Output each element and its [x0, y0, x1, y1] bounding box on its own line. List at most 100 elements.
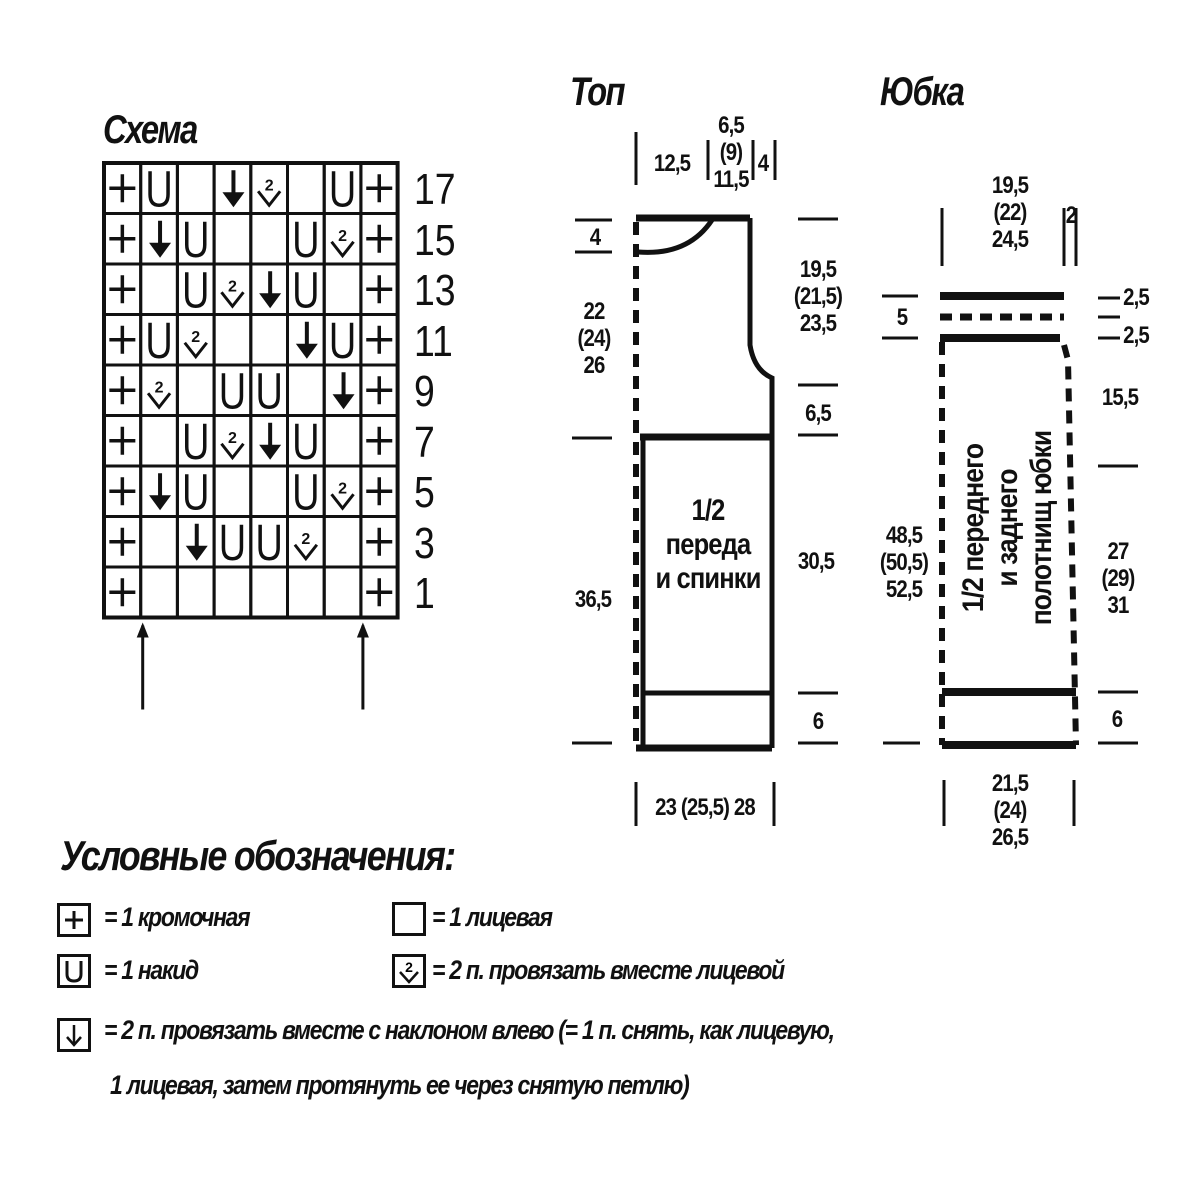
left-slant-decrease-icon: [259, 422, 282, 460]
knit-two-together-icon: 2: [330, 228, 355, 259]
skirt-dim-top-width: 19,5 (22) 24,5: [991, 172, 1029, 253]
row-number: 7: [414, 417, 435, 467]
grid-cell: [322, 262, 363, 316]
grid-cell: [102, 565, 143, 619]
yarn-over-icon: [331, 171, 354, 208]
plus-icon: [109, 275, 136, 304]
repeat-marker-arrow: [136, 622, 149, 710]
grid-cell: [212, 363, 253, 417]
grid-cell: 2: [175, 313, 216, 367]
grid-cell: [175, 212, 216, 266]
legend-symbol-knit: [392, 902, 426, 936]
top-dim-right-band: 6: [812, 708, 824, 735]
plus-icon: [366, 426, 393, 455]
grid-cell: [322, 565, 363, 619]
left-slant-decrease-icon: [149, 473, 172, 511]
skirt-dim-bottom-width: 21,5 (24) 26,5: [991, 770, 1029, 851]
skirt-dim-right-band: 6: [1111, 706, 1123, 733]
grid-cell: [359, 515, 400, 569]
grid-cell: [322, 414, 363, 468]
grid-cell: [359, 262, 400, 316]
yarn-over-icon: [295, 272, 317, 309]
legend-symbol-k2tog: 2: [392, 954, 426, 988]
top-dim-bottom-width: 23 (25,5) 28: [655, 794, 756, 821]
grid-cell: [359, 565, 400, 619]
top-title: Топ: [570, 70, 626, 114]
legend-text-edge: = 1 кромочная: [104, 902, 251, 932]
grid-cell: [102, 515, 143, 569]
knit-two-together-icon: 2: [220, 278, 245, 309]
grid-cell: [212, 313, 253, 367]
grid-cell: [139, 464, 179, 518]
left-slant-decrease-icon: [149, 220, 172, 258]
grid-cell: [102, 414, 143, 468]
knit-two-together-icon: 2: [399, 959, 419, 984]
grid-cell: [359, 414, 400, 468]
grid-cell: [286, 565, 326, 619]
top-dim-neck-width: 6,5 (9) 11,5: [713, 112, 749, 193]
grid-cell: 2: [322, 464, 363, 518]
grid-cell: [175, 414, 216, 468]
grid-cell: [286, 212, 326, 266]
grid-border: [102, 161, 400, 620]
grid-cell: [359, 363, 400, 417]
grid-cell: [249, 414, 290, 468]
left-slant-decrease-icon: [66, 1025, 82, 1047]
grid-cell: [249, 363, 290, 417]
yarn-over-icon: [295, 474, 317, 511]
plus-icon: [366, 527, 393, 556]
grid-cell: [102, 161, 143, 215]
plus-icon: [109, 477, 136, 506]
skirt-dim-right-mid: 27 (29) 31: [1101, 538, 1136, 619]
yarn-over-icon: [295, 221, 317, 258]
plus-icon: [366, 174, 393, 203]
yarn-over-icon: [185, 474, 207, 511]
yarn-over-icon: [295, 423, 317, 460]
legend-symbol-yarnover: [57, 954, 91, 988]
grid-cell: [359, 212, 400, 266]
yarn-over-icon: [258, 524, 280, 561]
grid-cell: [286, 161, 326, 215]
legend-symbol-edge: [57, 903, 91, 937]
knit-two-together-icon: 2: [330, 480, 355, 511]
yarn-over-icon: [185, 221, 207, 258]
grid-cell: [102, 262, 143, 316]
top-dim-right-upper: 19,5 (21,5) 23,5: [793, 256, 843, 337]
legend-text-k2tog: = 2 п. провязать вместе лицевой: [432, 955, 785, 985]
svg-text:2: 2: [155, 379, 164, 396]
plus-icon: [65, 911, 83, 929]
top-neckline-curve: [637, 218, 715, 255]
grid-cell: [175, 363, 216, 417]
grid-cell: [322, 515, 363, 569]
yarn-over-icon: [258, 373, 280, 410]
skirt-title: Юбка: [880, 70, 965, 114]
top-schematic: [572, 132, 838, 826]
grid-cell: 2: [212, 414, 253, 468]
yarn-over-icon: [331, 322, 354, 359]
grid-cell: [175, 161, 216, 215]
skirt-dim-left-height: 48,5 (50,5) 52,5: [879, 522, 929, 603]
grid-cell: [139, 515, 179, 569]
top-dim-right-body: 30,5: [797, 548, 835, 575]
grid-cell: [139, 262, 179, 316]
grid-cell: [286, 414, 326, 468]
skirt-dim-right-upper: 15,5: [1101, 384, 1139, 411]
legend-symbol-ssk: [57, 1018, 91, 1052]
skirt-schematic: [882, 208, 1138, 826]
plus-icon: [366, 275, 393, 304]
grid-cell: [212, 515, 253, 569]
grid-cell: [359, 464, 400, 518]
top-dim-shoulder: 4: [757, 150, 769, 177]
grid-cell: [139, 313, 179, 367]
svg-text:2: 2: [265, 177, 274, 194]
grid-cell: [175, 464, 216, 518]
repeat-marker-arrow: [356, 622, 369, 710]
grid-cell: 2: [249, 161, 290, 215]
svg-text:2: 2: [405, 959, 413, 975]
grid-cell: [175, 515, 216, 569]
yarn-over-icon: [148, 171, 170, 208]
left-slant-decrease-icon: [222, 170, 245, 208]
grid-cell: [359, 313, 400, 367]
